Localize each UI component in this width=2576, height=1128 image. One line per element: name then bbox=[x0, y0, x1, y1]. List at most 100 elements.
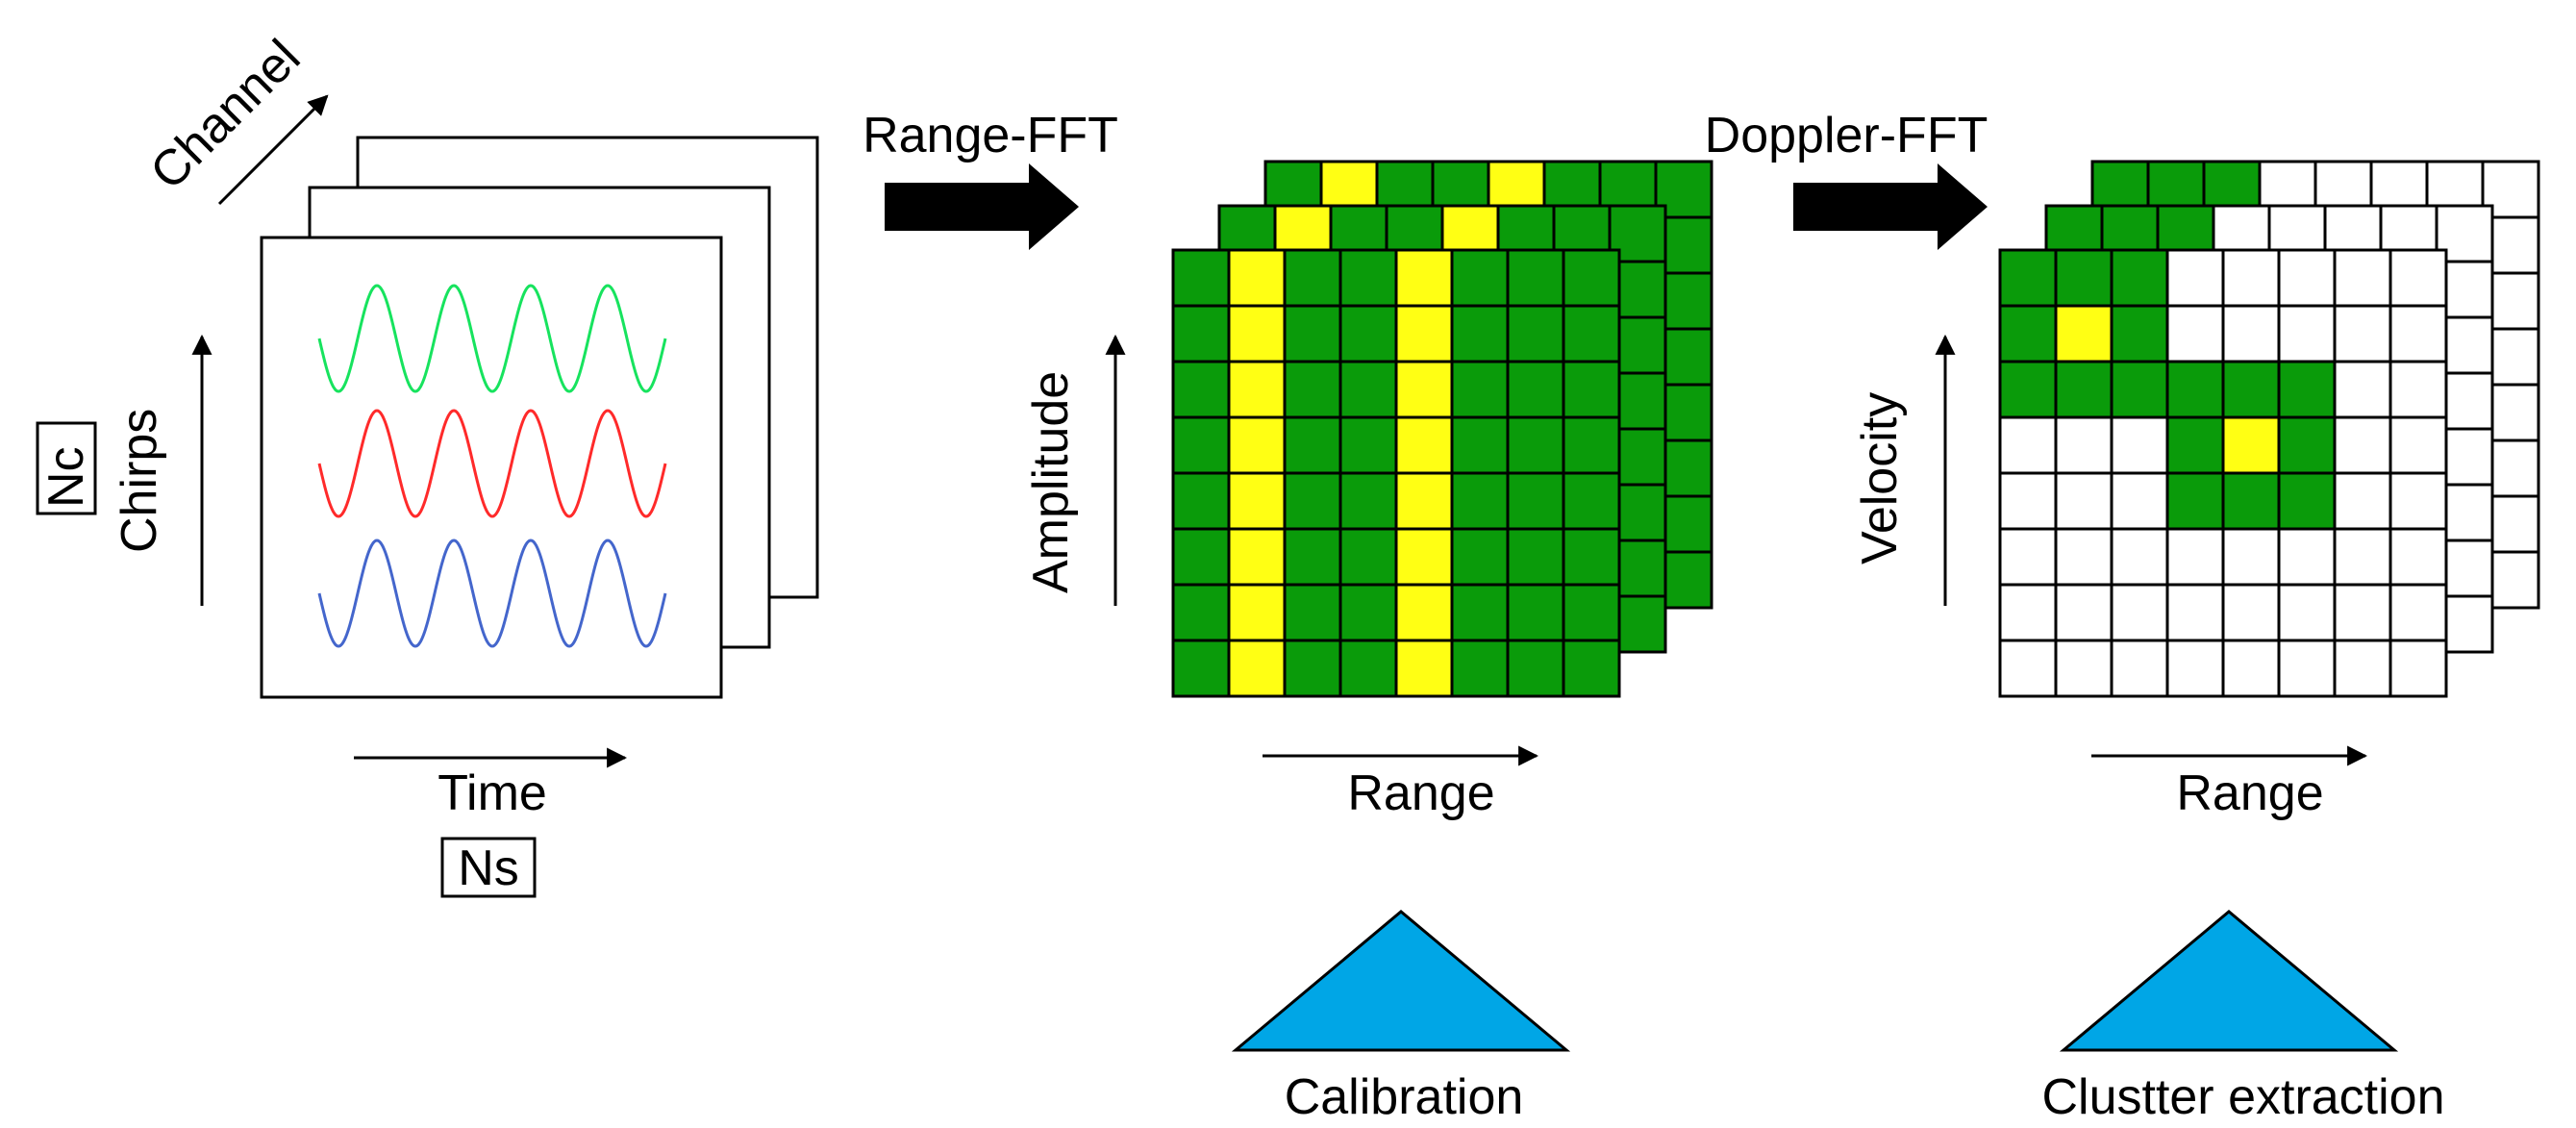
range-grid-cell-l2-r7-c3 bbox=[1338, 639, 1398, 698]
velocity-grid-cell-l2-r3-c2 bbox=[2110, 415, 2169, 475]
velocity-grid-cell-l2-r0-c5 bbox=[2277, 248, 2337, 308]
range-grid-cell-l2-r7-c4 bbox=[1394, 639, 1454, 698]
range-fft-arrow bbox=[885, 163, 1079, 250]
range-grid-cell-l2-r2-c1 bbox=[1227, 360, 1287, 419]
doppler-fft-arrow bbox=[1793, 163, 1988, 250]
range-label-1: Range bbox=[1347, 765, 1494, 821]
velocity-grid-cell-l2-r2-c0 bbox=[1998, 360, 2058, 419]
velocity-grid-cell-l2-r2-c1 bbox=[2054, 360, 2113, 419]
range-grid-cell-l2-r4-c5 bbox=[1450, 471, 1510, 531]
velocity-grid-cell-l2-r5-c5 bbox=[2277, 527, 2337, 587]
velocity-grid-cell-l2-r0-c7 bbox=[2388, 248, 2448, 308]
range-grid-cell-l2-r1-c6 bbox=[1506, 304, 1565, 363]
cluster-extraction-label: Clustter extraction bbox=[2041, 1069, 2444, 1125]
range-grid-cell-l2-r5-c5 bbox=[1450, 527, 1510, 587]
range-grid-cell-l2-r1-c1 bbox=[1227, 304, 1287, 363]
range-grid-cell-l2-r6-c4 bbox=[1394, 583, 1454, 642]
velocity-grid-cell-l2-r7-c2 bbox=[2110, 639, 2169, 698]
velocity-grid-cell-l2-r3-c0 bbox=[1998, 415, 2058, 475]
velocity-grid-cell-l2-r2-c2 bbox=[2110, 360, 2169, 419]
doppler-fft-label: Doppler-FFT bbox=[1705, 108, 1988, 163]
range-grid-cell-l2-r3-c2 bbox=[1283, 415, 1342, 475]
range-grid-cell-l2-r4-c3 bbox=[1338, 471, 1398, 531]
velocity-grid-cell-l2-r7-c3 bbox=[2165, 639, 2225, 698]
range-grid-cell-l2-r1-c2 bbox=[1283, 304, 1342, 363]
doppler-fft-grid bbox=[1998, 160, 2540, 698]
range-fft-label: Range-FFT bbox=[863, 108, 1118, 163]
velocity-grid-cell-l2-r6-c6 bbox=[2333, 583, 2392, 642]
range-grid-cell-l2-r2-c2 bbox=[1283, 360, 1342, 419]
range-grid-cell-l2-r4-c2 bbox=[1283, 471, 1342, 531]
velocity-grid-cell-l2-r0-c4 bbox=[2221, 248, 2281, 308]
velocity-grid-cell-l2-r6-c5 bbox=[2277, 583, 2337, 642]
range-grid-cell-l2-r0-c1 bbox=[1227, 248, 1287, 308]
velocity-grid-cell-l2-r4-c3 bbox=[2165, 471, 2225, 531]
velocity-grid-cell-l2-r0-c0 bbox=[1998, 248, 2058, 308]
range-grid-cell-l2-r1-c5 bbox=[1450, 304, 1510, 363]
range-grid-cell-l2-r5-c4 bbox=[1394, 527, 1454, 587]
range-grid-cell-l2-r3-c0 bbox=[1171, 415, 1231, 475]
range-grid-cell-l2-r4-c1 bbox=[1227, 471, 1287, 531]
range-grid-cell-l2-r7-c7 bbox=[1562, 639, 1621, 698]
range-grid-cell-l2-r2-c7 bbox=[1562, 360, 1621, 419]
range-grid-cell-l2-r4-c0 bbox=[1171, 471, 1231, 531]
velocity-grid-cell-l2-r4-c0 bbox=[1998, 471, 2058, 531]
velocity-grid-cell-l2-r7-c5 bbox=[2277, 639, 2337, 698]
range-grid-cell-l2-r7-c2 bbox=[1283, 639, 1342, 698]
velocity-label: Velocity bbox=[1852, 392, 1908, 564]
range-grid-cell-l2-r5-c3 bbox=[1338, 527, 1398, 587]
chirp-signal-red bbox=[317, 409, 667, 518]
range-grid-cell-l2-r5-c6 bbox=[1506, 527, 1565, 587]
raw-data-frames bbox=[260, 136, 819, 699]
velocity-grid-cell-l2-r1-c2 bbox=[2110, 304, 2169, 363]
range-grid-cell-l2-r5-c2 bbox=[1283, 527, 1342, 587]
velocity-grid-cell-l2-r0-c6 bbox=[2333, 248, 2392, 308]
channel-label: Channel bbox=[139, 29, 311, 200]
range-grid-cell-l2-r6-c7 bbox=[1562, 583, 1621, 642]
velocity-grid-cell-l2-r5-c4 bbox=[2221, 527, 2281, 587]
velocity-grid-cell-l2-r4-c4 bbox=[2221, 471, 2281, 531]
range-grid-cell-l2-r6-c5 bbox=[1450, 583, 1510, 642]
range-grid-cell-l2-r7-c0 bbox=[1171, 639, 1231, 698]
velocity-grid-cell-l2-r6-c7 bbox=[2388, 583, 2448, 642]
velocity-grid-cell-l2-r3-c1 bbox=[2054, 415, 2113, 475]
velocity-grid-cell-l2-r5-c6 bbox=[2333, 527, 2392, 587]
velocity-grid-cell-l2-r1-c3 bbox=[2165, 304, 2225, 363]
range-grid-cell-l2-r6-c1 bbox=[1227, 583, 1287, 642]
chirp-signal-green bbox=[317, 284, 667, 393]
range-grid-cell-l2-r1-c3 bbox=[1338, 304, 1398, 363]
velocity-grid-cell-l2-r3-c7 bbox=[2388, 415, 2448, 475]
velocity-grid-cell-l2-r5-c3 bbox=[2165, 527, 2225, 587]
velocity-grid-cell-l2-r4-c1 bbox=[2054, 471, 2113, 531]
velocity-grid-cell-l2-r7-c7 bbox=[2388, 639, 2448, 698]
range-grid-cell-l2-r3-c7 bbox=[1562, 415, 1621, 475]
range-grid-cell-l2-r3-c3 bbox=[1338, 415, 1398, 475]
channel-frame-front bbox=[260, 236, 723, 699]
range-grid-cell-l2-r0-c4 bbox=[1394, 248, 1454, 308]
range-grid-cell-l2-r7-c1 bbox=[1227, 639, 1287, 698]
calibration-label: Calibration bbox=[1285, 1069, 1524, 1125]
range-grid-cell-l2-r2-c5 bbox=[1450, 360, 1510, 419]
velocity-grid-cell-l2-r7-c0 bbox=[1998, 639, 2058, 698]
range-grid-cell-l2-r3-c5 bbox=[1450, 415, 1510, 475]
velocity-grid-cell-l2-r6-c1 bbox=[2054, 583, 2113, 642]
range-grid-cell-l2-r0-c0 bbox=[1171, 248, 1231, 308]
range-grid-cell-l2-r0-c2 bbox=[1283, 248, 1342, 308]
range-grid-cell-l2-r4-c7 bbox=[1562, 471, 1621, 531]
velocity-grid-cell-l2-r4-c5 bbox=[2277, 471, 2337, 531]
velocity-grid-cell-l2-r1-c1 bbox=[2054, 304, 2113, 363]
cluster-triangle bbox=[2059, 910, 2399, 1052]
range-grid-cell-l2-r7-c5 bbox=[1450, 639, 1510, 698]
range-grid-cell-l2-r2-c4 bbox=[1394, 360, 1454, 419]
velocity-grid-cell-l2-r7-c1 bbox=[2054, 639, 2113, 698]
chirps-label: Chirps bbox=[112, 409, 167, 553]
velocity-grid-cell-l2-r3-c6 bbox=[2333, 415, 2392, 475]
velocity-grid-cell-l2-r1-c4 bbox=[2221, 304, 2281, 363]
velocity-grid-cell-l2-r2-c7 bbox=[2388, 360, 2448, 419]
range-grid-cell-l2-r2-c0 bbox=[1171, 360, 1231, 419]
velocity-grid-cell-l2-r5-c1 bbox=[2054, 527, 2113, 587]
range-label-2: Range bbox=[2176, 765, 2323, 821]
range-grid-cell-l2-r0-c5 bbox=[1450, 248, 1510, 308]
range-grid-cell-l2-r3-c4 bbox=[1394, 415, 1454, 475]
range-grid-cell-l2-r5-c7 bbox=[1562, 527, 1621, 587]
